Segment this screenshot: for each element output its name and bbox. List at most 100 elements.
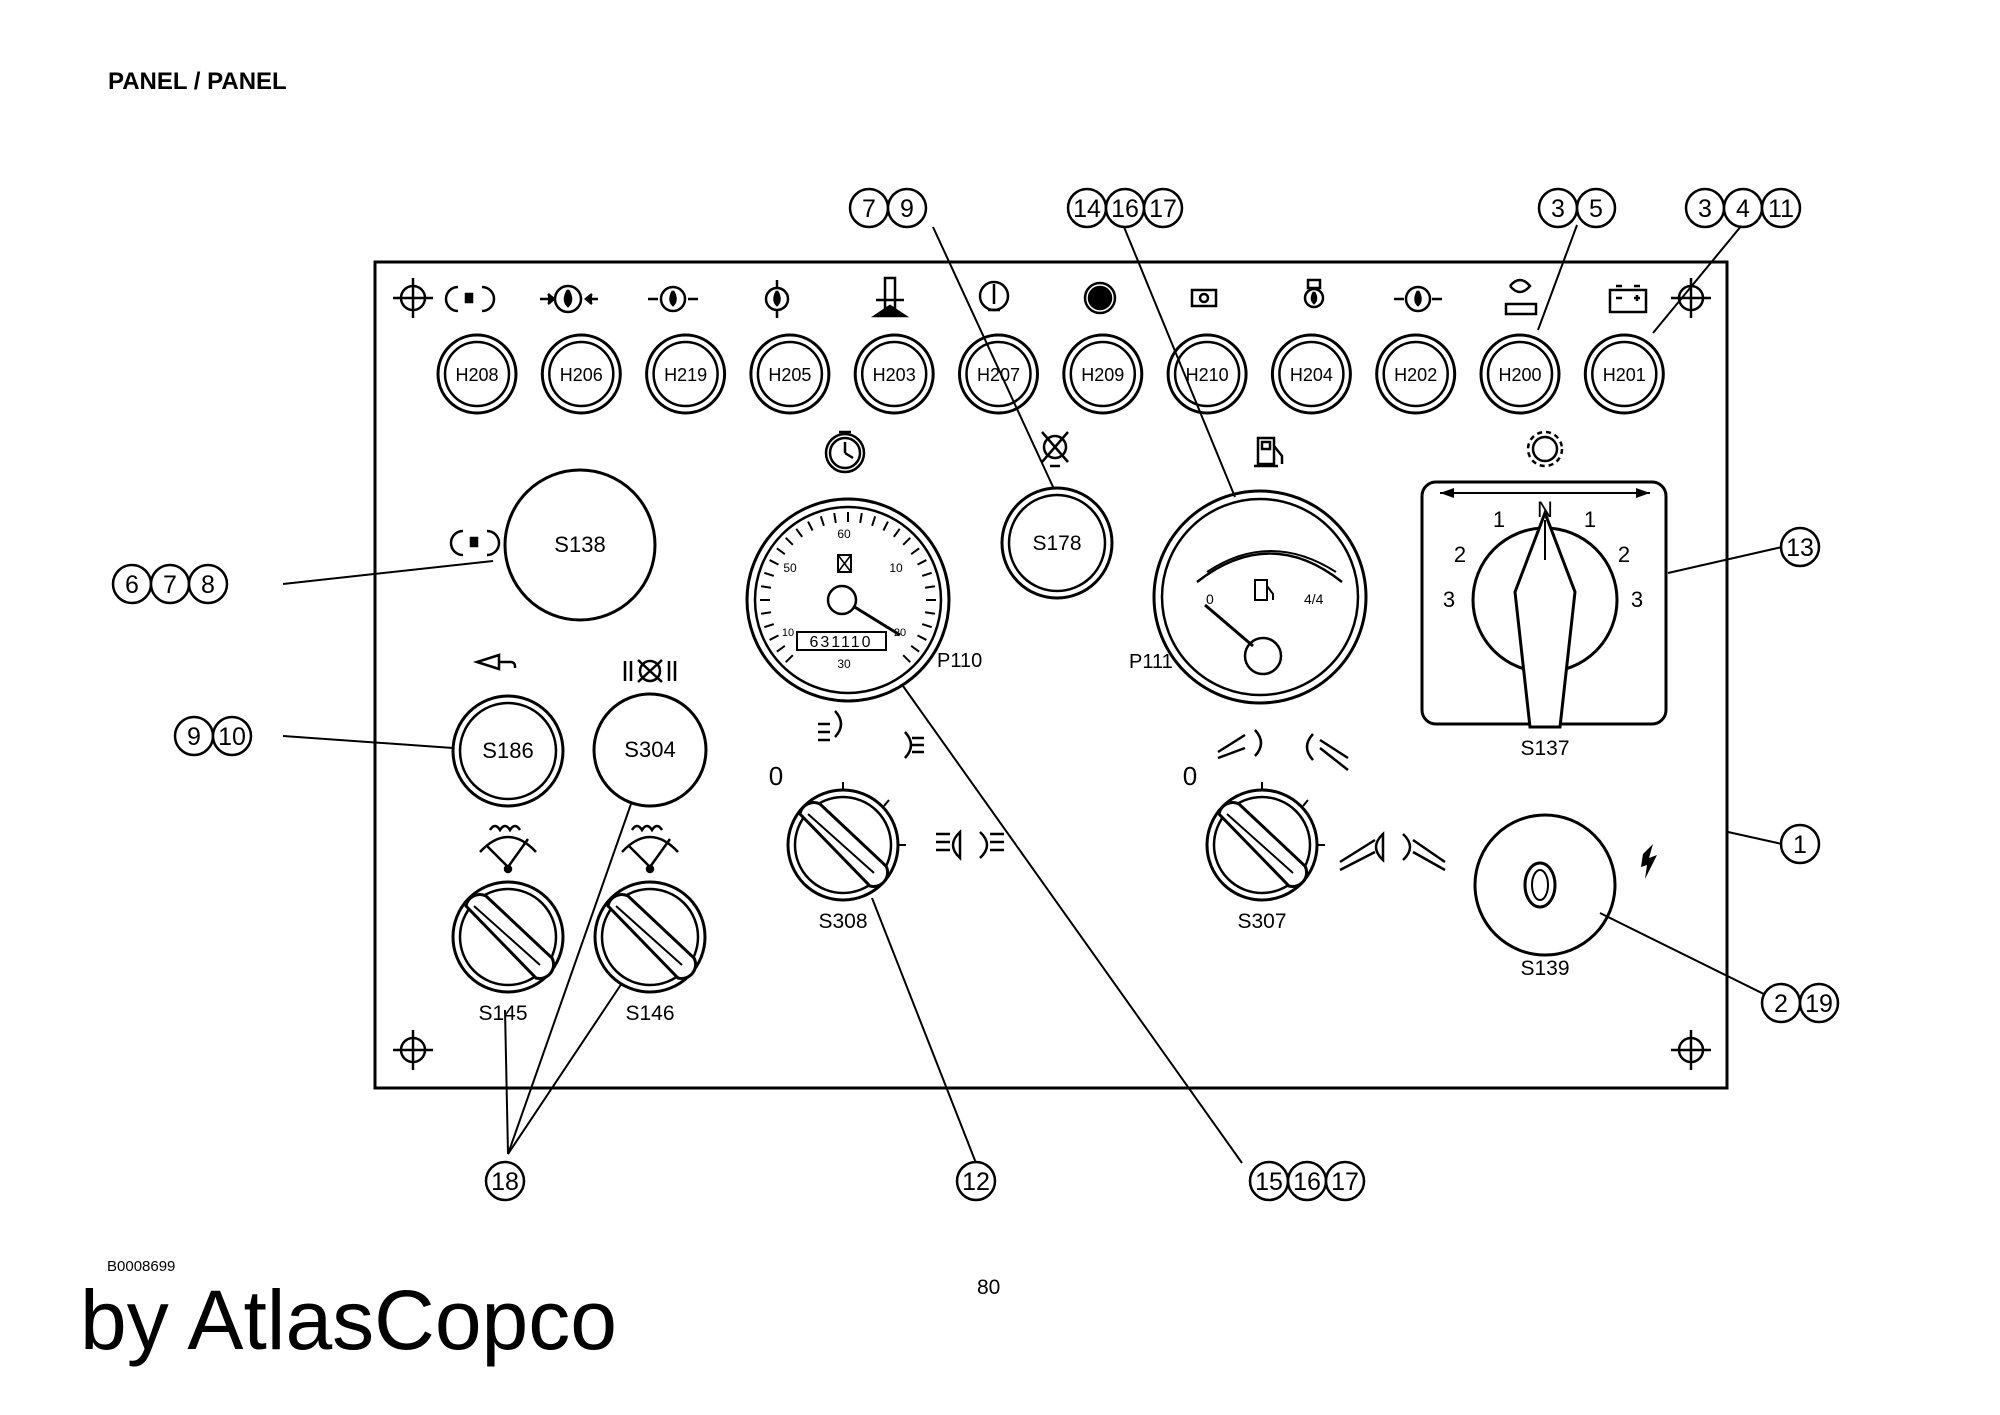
selector-right-2: 2 — [1618, 542, 1630, 567]
switch-label-s139: S139 — [1520, 957, 1569, 980]
speedo-needle — [852, 604, 901, 637]
lamp-label: H203 — [873, 365, 916, 385]
callout-number: 11 — [1768, 195, 1794, 223]
speedo-tick — [785, 654, 794, 663]
speedo-tick — [917, 559, 927, 566]
work-light-rear-icon — [1305, 733, 1349, 771]
callout-number: 10 — [218, 723, 246, 751]
switch-s178[interactable]: S178 — [1000, 486, 1114, 600]
switch-s145[interactable]: S145 — [451, 880, 565, 1025]
brake-warning-icon — [449, 529, 501, 557]
speedo-tick — [763, 623, 775, 629]
callout-number: 16 — [1293, 1168, 1321, 1196]
callout-number: 3 — [1551, 195, 1565, 223]
warning-lamp: H202 — [1375, 333, 1457, 415]
speedo-tick — [917, 634, 927, 641]
callout-number: 6 — [125, 571, 139, 599]
brand-logo-text: by AtlasCopco — [80, 1273, 617, 1367]
switch-s186[interactable]: S186 — [451, 694, 565, 808]
callout-number: 4 — [1736, 195, 1750, 223]
callout-bottom-a: 18 — [484, 1160, 526, 1202]
fuel-pump-icon — [1254, 579, 1274, 601]
lamp-label: H206 — [560, 365, 603, 385]
switch-s308[interactable]: S308 — [786, 782, 906, 933]
gauge-p111: 0 4/4 P111 — [1129, 489, 1368, 705]
switch-s304[interactable]: S304 — [592, 692, 708, 808]
switch-s307[interactable]: S307 — [1205, 782, 1325, 933]
warning-lamp: H200 — [1479, 333, 1561, 415]
side-light-icon — [904, 731, 924, 759]
warning-lamp: H219 — [645, 333, 727, 415]
switch-s138[interactable]: S138 — [449, 468, 657, 622]
callout-number: 13 — [1786, 534, 1814, 562]
odometer-reading: 631110 — [809, 634, 872, 651]
switch-label-s308: S308 — [818, 910, 867, 933]
lamp-label: H204 — [1290, 365, 1333, 385]
callout-number: 12 — [962, 1168, 990, 1196]
dial-position-zero: 0 — [1183, 761, 1197, 791]
oil-pressure-icon — [540, 284, 598, 314]
fuel-gauge-needle — [1204, 603, 1254, 648]
warning-lamp: H205 — [749, 333, 831, 415]
speedo-tick-label: 60 — [837, 527, 851, 541]
wiper-icon — [479, 824, 537, 874]
callout-right-b: 1 — [1779, 823, 1821, 865]
speedometer-ticks — [760, 512, 936, 663]
clock-icon — [824, 430, 866, 474]
filter-icon — [1083, 281, 1117, 315]
switch-s146[interactable]: S146 — [593, 880, 707, 1025]
document-code: B0008699 — [107, 1258, 176, 1275]
callout-bubble — [955, 1160, 997, 1202]
warning-lamp: H201 — [1583, 333, 1665, 415]
registration-mark-top-right — [1671, 278, 1711, 318]
speedo-tick — [859, 512, 863, 524]
hydraulic-oil-icon — [764, 280, 790, 318]
oil-level-icon — [870, 276, 910, 318]
odometer-window — [796, 631, 887, 651]
warning-lamp: H209 — [1062, 333, 1144, 415]
dial-position-zero: 0 — [769, 761, 783, 791]
speedo-tick — [833, 512, 837, 524]
speedo-tick-label: 10 — [782, 627, 794, 639]
speedo-tick — [760, 611, 772, 615]
selector-right-3: 3 — [1631, 587, 1643, 612]
switch-s139[interactable]: S139 — [1473, 813, 1617, 980]
fuel-pump-icon — [1254, 436, 1284, 468]
start-lightning-icon — [1641, 844, 1657, 879]
page-number: 80 — [977, 1276, 1001, 1299]
work-light-front-icon — [1217, 729, 1263, 760]
battery-icon — [1608, 284, 1648, 314]
selector-left-2: 2 — [1454, 542, 1466, 567]
speedo-tick — [921, 571, 933, 577]
speedo-tick — [807, 521, 814, 531]
switch-s137[interactable]: N 1 2 3 1 2 3 S137 — [1420, 430, 1668, 760]
speedo-tick — [871, 515, 877, 527]
speedo-tick-label: 30 — [837, 657, 851, 671]
engine-icon — [1190, 288, 1218, 308]
callout-bottom-b: 12 — [955, 1160, 997, 1202]
speedo-tick — [760, 585, 772, 589]
headlight-icon — [936, 829, 1004, 861]
callout-number: 18 — [491, 1168, 519, 1196]
lamp-failure-icon — [1041, 431, 1069, 468]
coolant-temp-icon — [978, 280, 1010, 312]
callout-number: 7 — [862, 195, 876, 223]
switch-label-s307: S307 — [1237, 910, 1286, 933]
lamp-label: H207 — [977, 365, 1020, 385]
callout-number: 8 — [201, 571, 215, 599]
callout-bubble — [886, 187, 928, 229]
warning-lamp: H206 — [540, 333, 622, 415]
fuel-gauge-hub — [1243, 636, 1283, 676]
speedo-tick — [924, 611, 936, 615]
gauge-label-p111: P111 — [1129, 651, 1173, 673]
warning-lamp: H208 — [436, 333, 518, 415]
indicator-symbols — [444, 276, 1648, 318]
selector-right-1: 1 — [1584, 507, 1596, 532]
